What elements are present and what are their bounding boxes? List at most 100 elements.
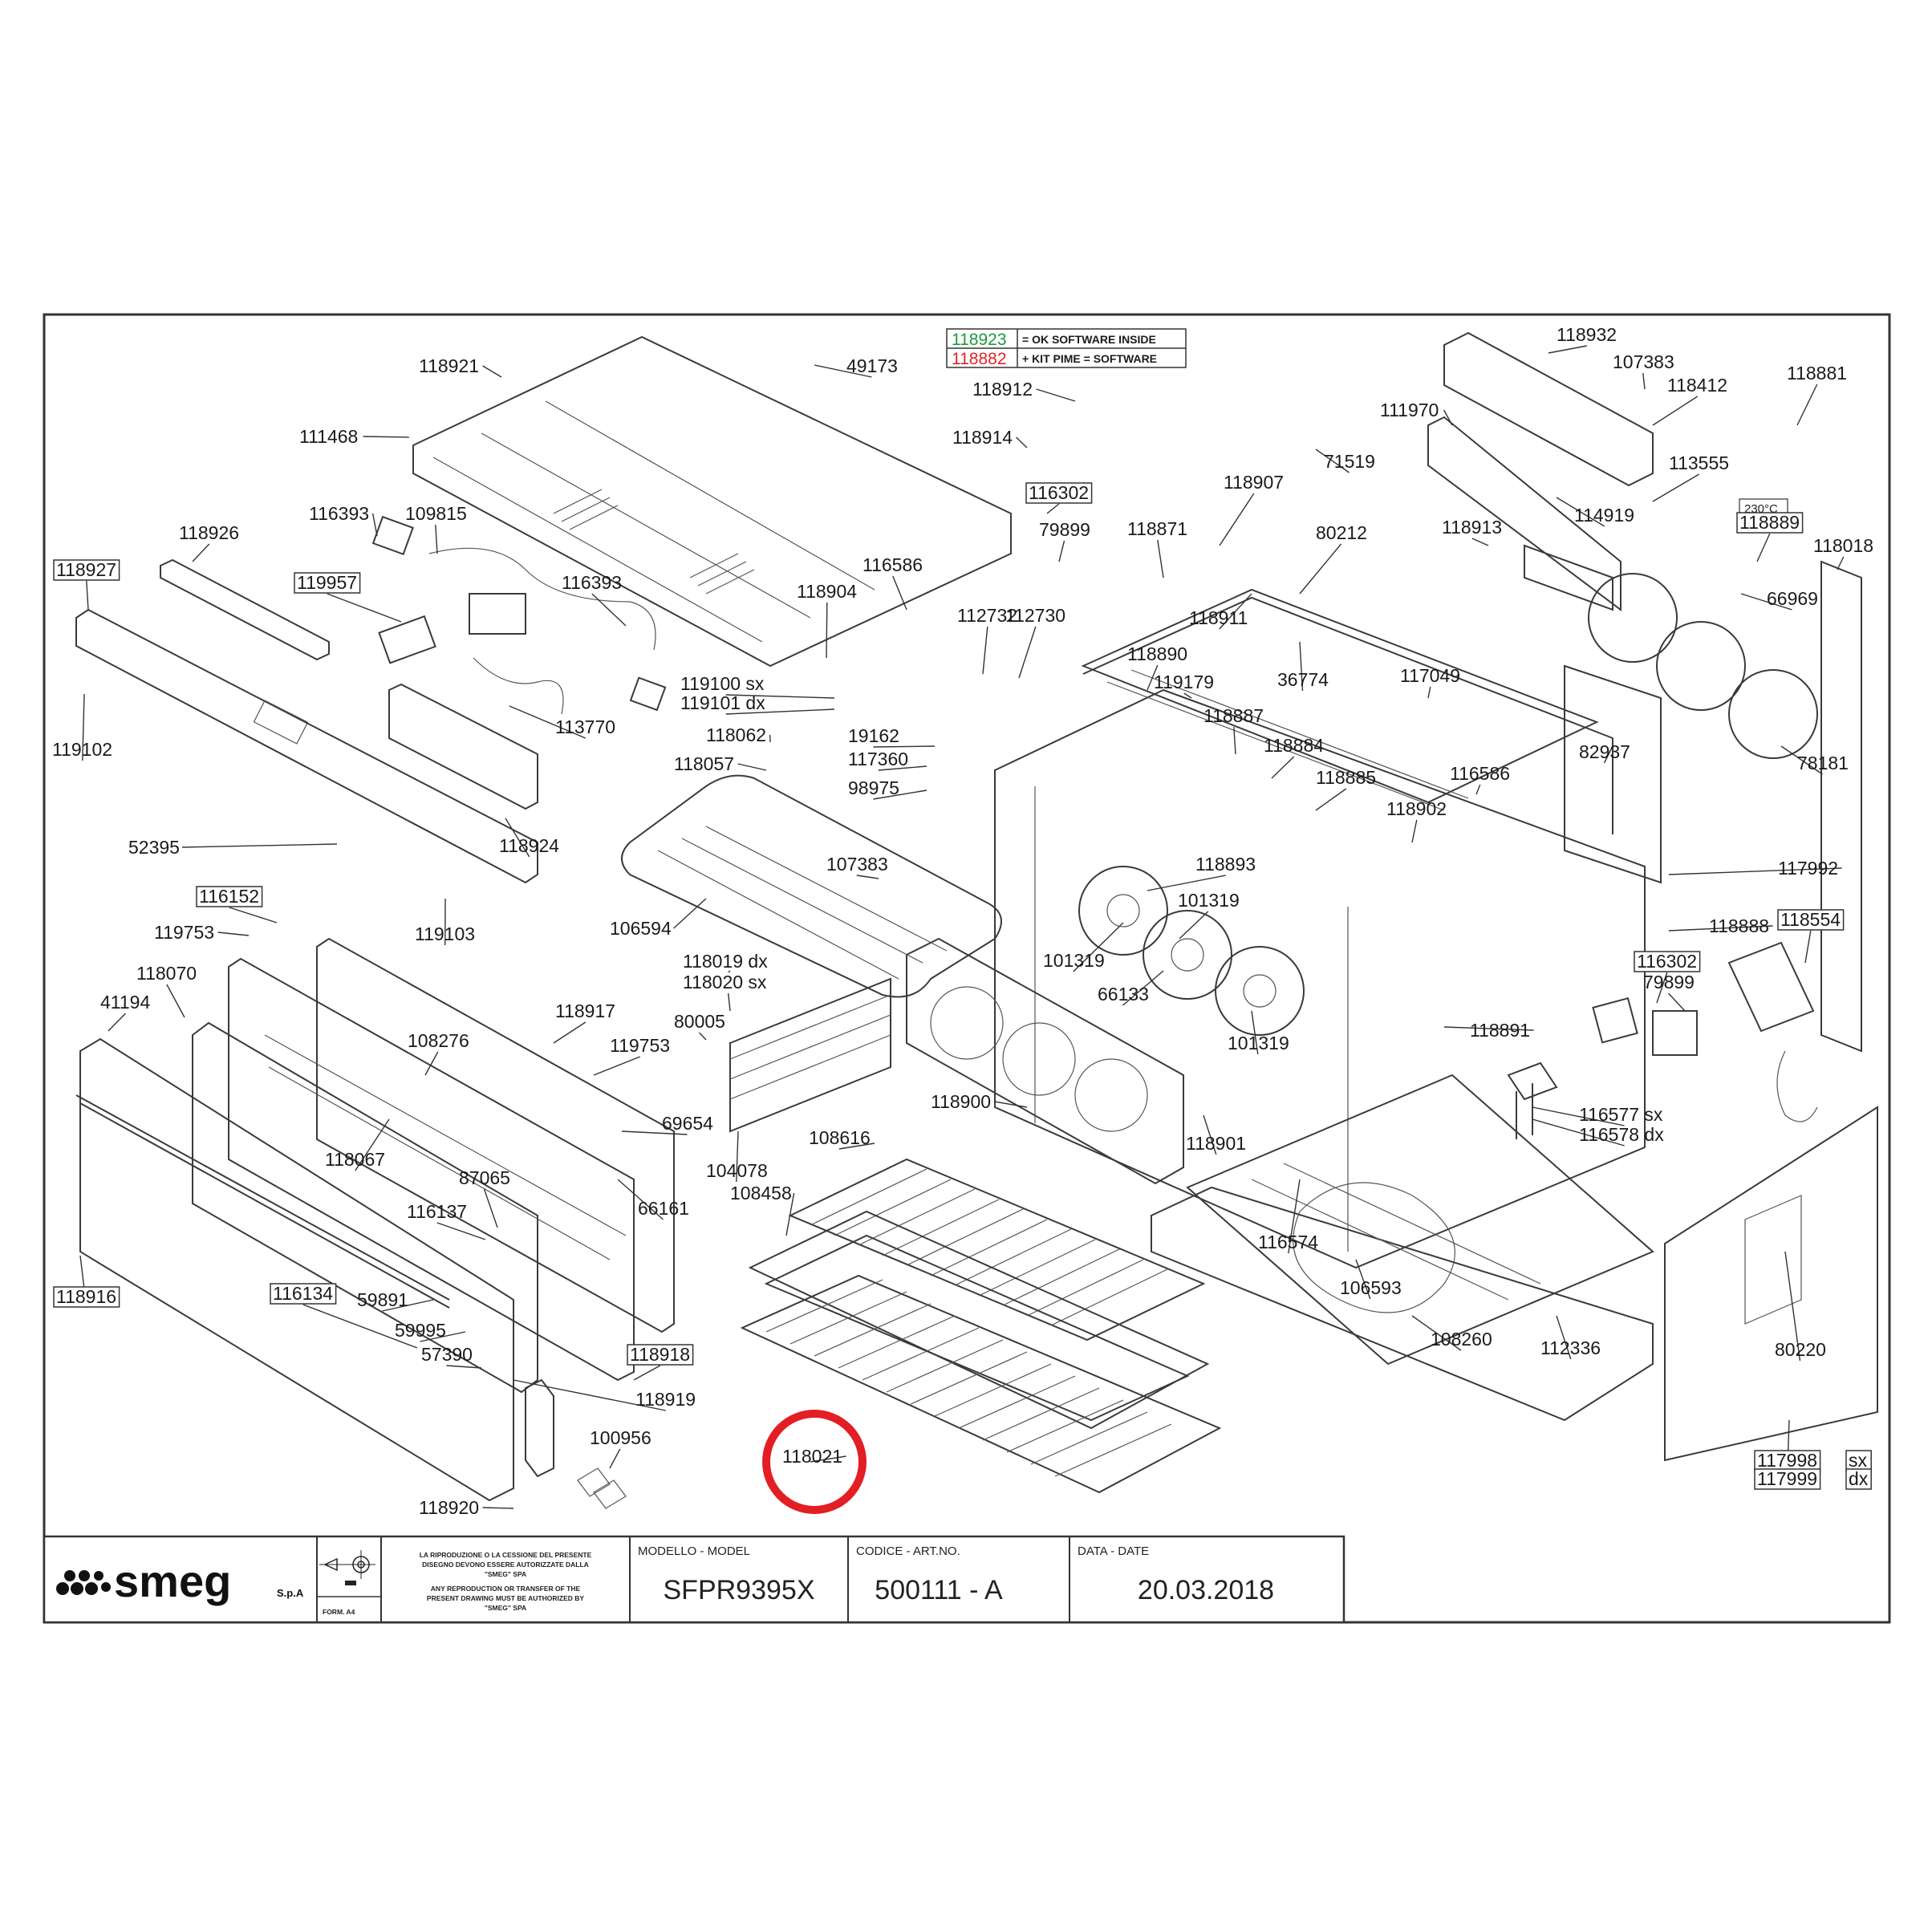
leader-line <box>994 1101 1028 1108</box>
leader-line <box>1203 1114 1217 1155</box>
part-label-118887: 118887 <box>1203 705 1264 726</box>
part-label-49173: 49173 <box>846 355 898 376</box>
part-label-118888: 118888 <box>1709 915 1769 936</box>
leader-line <box>1157 539 1164 578</box>
label-box <box>270 1283 337 1305</box>
leader-line <box>424 1051 439 1076</box>
part-label-116393: 116393 <box>562 572 622 593</box>
part-label-dx: dx <box>1849 1468 1869 1489</box>
parts-artwork <box>75 331 1878 1509</box>
leader-line <box>1837 556 1845 570</box>
leader-line <box>873 745 936 748</box>
part-label-118927: 118927 <box>56 559 116 580</box>
leader-line <box>856 875 879 879</box>
leader-line <box>1548 345 1587 354</box>
leader-line <box>1271 756 1295 779</box>
part-label-57390: 57390 <box>421 1344 473 1365</box>
leader-line <box>1046 503 1060 514</box>
leader-line <box>593 1056 641 1076</box>
label-box <box>196 886 263 907</box>
leader-line <box>482 365 502 378</box>
date-value: 20.03.2018 <box>1138 1575 1274 1605</box>
part-label-104078: 104078 <box>706 1160 768 1181</box>
leader-line <box>1443 1026 1534 1031</box>
leader-line <box>873 789 927 800</box>
part-label-118554: 118554 <box>1780 909 1841 930</box>
title-block: smeg S.p.A FORM. A4 LA RIPRODUZIONE O LA… <box>43 1535 1346 1624</box>
part-label-118926: 118926 <box>179 522 239 543</box>
legal-en-3: "SMEG" SPA <box>485 1604 526 1612</box>
leader-line <box>1740 593 1792 611</box>
leader-line <box>737 763 767 771</box>
model-label: MODELLO - MODEL <box>638 1544 750 1558</box>
part-label-116586: 116586 <box>1450 763 1510 784</box>
leader-line <box>483 1188 498 1228</box>
highlight-circle <box>762 1410 867 1514</box>
legal-en-1: ANY REPRODUCTION OR TRANSFER OF THE <box>431 1585 581 1593</box>
part-label-98975: 98975 <box>848 777 899 798</box>
part-label-116574: 116574 <box>1258 1232 1318 1252</box>
part-label-108616: 108616 <box>809 1127 871 1148</box>
leader-line <box>1016 436 1028 448</box>
part-label-118070: 118070 <box>136 963 197 984</box>
part-label-118057: 118057 <box>674 753 734 774</box>
leader-line <box>1475 784 1481 795</box>
leader-line <box>728 992 731 1012</box>
software-note-code-kit: 118882 <box>952 350 1007 368</box>
leader-line <box>1668 925 1773 932</box>
leader-line <box>1780 745 1823 775</box>
leader-line <box>1471 538 1489 546</box>
part-label-118021: 118021 <box>782 1446 842 1467</box>
part-label-101319: 101319 <box>1178 890 1240 911</box>
leader-line <box>1656 972 1668 1004</box>
leader-line <box>1299 641 1304 692</box>
software-note-text-ok: = OK SOFTWARE INSIDE <box>1022 333 1156 346</box>
leader-line <box>736 1130 739 1183</box>
leader-line <box>1288 1179 1301 1254</box>
part-label-114919: 114919 <box>1574 505 1634 526</box>
part-label-118917: 118917 <box>555 1000 615 1021</box>
part-label-118018: 118018 <box>1813 535 1873 556</box>
part-label-107383: 107383 <box>826 854 888 875</box>
brand-suffix: S.p.A <box>277 1587 304 1599</box>
leader-line <box>878 765 927 771</box>
label-box <box>1754 1468 1821 1490</box>
part-label-118062: 118062 <box>706 724 766 745</box>
label-box <box>1754 1450 1821 1471</box>
part-label-116302: 116302 <box>1637 951 1697 972</box>
leader-line <box>1652 473 1700 502</box>
leader-line <box>1183 692 1192 699</box>
leader-line <box>1073 922 1124 972</box>
software-note-code-ok: 118923 <box>952 331 1007 349</box>
part-label-118412: 118412 <box>1667 375 1727 396</box>
leader-line <box>513 1379 666 1411</box>
part-label-80005: 80005 <box>674 1011 725 1032</box>
part-label-59995: 59995 <box>395 1320 446 1341</box>
leader-line <box>1667 992 1686 1012</box>
part-label-118912: 118912 <box>972 379 1033 400</box>
leader-line <box>181 843 338 848</box>
leader-line <box>810 1455 846 1463</box>
part-label-118900: 118900 <box>931 1091 991 1112</box>
leader-line <box>1411 819 1418 843</box>
part-label-119957: 119957 <box>297 572 357 593</box>
leader-line <box>1642 372 1646 390</box>
leader-line <box>1532 1106 1625 1126</box>
leader-line <box>82 693 85 761</box>
projection-symbol-icon <box>319 1550 375 1585</box>
part-label-118884: 118884 <box>1264 735 1324 756</box>
date-label: DATA - DATE <box>1078 1544 1149 1558</box>
part-label-19162: 19162 <box>848 725 899 746</box>
leader-line <box>1532 1118 1625 1147</box>
model-value: SFPR9395X <box>664 1575 815 1605</box>
part-label-118920: 118920 <box>419 1497 479 1518</box>
part-label-116586: 116586 <box>862 554 923 575</box>
part-label-119753: 119753 <box>154 922 214 943</box>
part-label-118924: 118924 <box>499 835 559 856</box>
part-label-117992: 117992 <box>1778 858 1838 879</box>
leader-line <box>371 513 378 537</box>
leader-line <box>446 1365 482 1369</box>
leader-line <box>591 593 627 627</box>
leader-line <box>1411 1315 1462 1351</box>
leader-line <box>1315 448 1350 473</box>
